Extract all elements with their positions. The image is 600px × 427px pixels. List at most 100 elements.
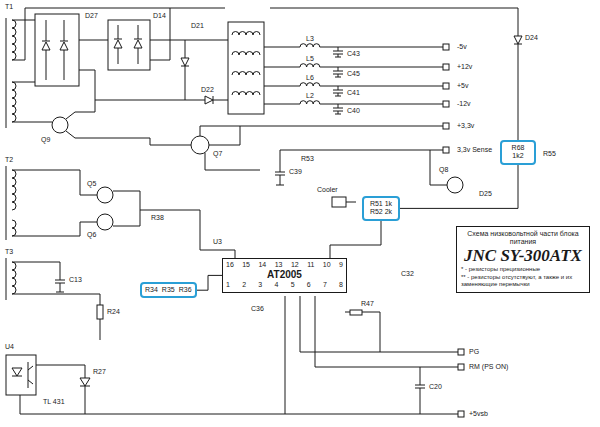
inductor-symbol [300, 44, 320, 104]
transformer-winding [12, 262, 16, 294]
node-text: R36 [179, 286, 192, 294]
wire [276, 150, 443, 185]
transistor-symbol [447, 177, 463, 193]
transformer-core [6, 18, 7, 128]
wire [200, 126, 443, 170]
wire [185, 40, 186, 100]
node-text: R35 [162, 286, 175, 294]
node-text: JNC SY-300ATX [461, 246, 585, 266]
diode-symbol [114, 25, 142, 64]
part-label: -5v [456, 43, 468, 50]
terminal [458, 411, 464, 417]
inductor-block [228, 22, 264, 114]
wire-connector [197, 275, 222, 290]
transformer-winding [12, 170, 16, 236]
node-text: R52 2k [367, 208, 395, 216]
diode-assembly [108, 20, 150, 70]
transistor-symbol [52, 117, 68, 133]
transformer-winding [12, 82, 16, 122]
part-label: D27 [84, 12, 99, 19]
node-text: * - резисторы прецизионные [461, 266, 585, 274]
wire [346, 202, 356, 203]
transformer-core [6, 166, 7, 240]
part-label: D22 [200, 86, 215, 93]
ic-chip: 16 15 14 13 12 11 10 9AT20051 2 3 4 5 6 … [222, 258, 347, 293]
title-block: Схема низковольтной части блока питанияJ… [456, 226, 590, 293]
node-text: 1 2 3 4 5 6 7 8 [226, 281, 343, 289]
terminal [443, 147, 449, 153]
part-label: T3 [4, 248, 14, 255]
wire [345, 312, 380, 352]
terminal [443, 83, 449, 89]
part-label: Q9 [40, 136, 51, 143]
part-label: R55 [542, 150, 557, 157]
wire [285, 296, 458, 414]
part-label: L3 [305, 35, 315, 42]
terminal [443, 123, 449, 129]
transformer-core [6, 258, 7, 300]
part-label: C20 [428, 383, 443, 390]
wire [12, 262, 100, 340]
node-text: R51 1k [367, 200, 395, 208]
part-label: PG [468, 348, 480, 355]
part-label: C32 [400, 270, 415, 277]
diode-assembly [35, 14, 79, 86]
terminal [443, 44, 449, 50]
part-label: D14 [152, 12, 167, 19]
diode-symbol [514, 36, 522, 44]
node-text: 16 15 14 13 12 11 10 9 [226, 261, 343, 269]
part-label: D25 [478, 190, 493, 197]
resistor-symbol [97, 305, 103, 319]
part-label: +5vsb [468, 410, 489, 417]
capacitor-symbol [333, 47, 343, 114]
node-text: R68 [505, 144, 531, 152]
output-rail [264, 47, 443, 104]
part-label: Q8 [438, 166, 449, 173]
terminal [458, 349, 464, 355]
part-label: Q7 [212, 150, 223, 157]
part-label: C36 [250, 305, 265, 312]
wire-connector [400, 165, 518, 209]
part-label: R47 [360, 300, 375, 307]
highlighted-resistor: R681k2 [500, 140, 536, 165]
node-text: AT2005 [226, 269, 343, 281]
capacitor-symbol [55, 280, 65, 283]
transistor-symbol [97, 187, 113, 203]
regulator-symbol [80, 378, 90, 386]
transistor-symbol [191, 136, 209, 154]
part-label: C40 [346, 107, 361, 114]
wire [66, 100, 191, 145]
part-label: D24 [524, 34, 539, 41]
part-label: T1 [4, 3, 14, 10]
wire [25, 8, 225, 9]
transistor-symbol [97, 214, 113, 230]
part-label: +3,3v [456, 122, 475, 129]
terminal [443, 64, 449, 70]
wire [20, 365, 458, 414]
wire [79, 8, 228, 100]
highlighted-resistor-group: R34 R35 R36 [140, 282, 197, 298]
part-label: TL 431 [42, 398, 66, 405]
part-label: RM (PS ON) [468, 363, 509, 370]
part-label: C41 [346, 89, 361, 96]
node-text: R34 [145, 286, 158, 294]
part-label: R24 [106, 308, 121, 315]
diode-symbol [205, 96, 213, 104]
part-label: U3 [212, 238, 223, 245]
capacitor-symbol [415, 385, 425, 388]
part-label: R53 [300, 155, 315, 162]
part-label: C45 [346, 70, 361, 77]
transformer-winding [12, 20, 16, 60]
part-label: Q6 [86, 231, 97, 238]
part-label: U4 [4, 343, 15, 350]
inductor-winding [232, 32, 260, 96]
cooler-symbol [332, 197, 346, 207]
part-label: C43 [346, 50, 361, 57]
terminal [458, 364, 464, 370]
wire [12, 170, 97, 236]
part-label: D21 [190, 22, 205, 29]
